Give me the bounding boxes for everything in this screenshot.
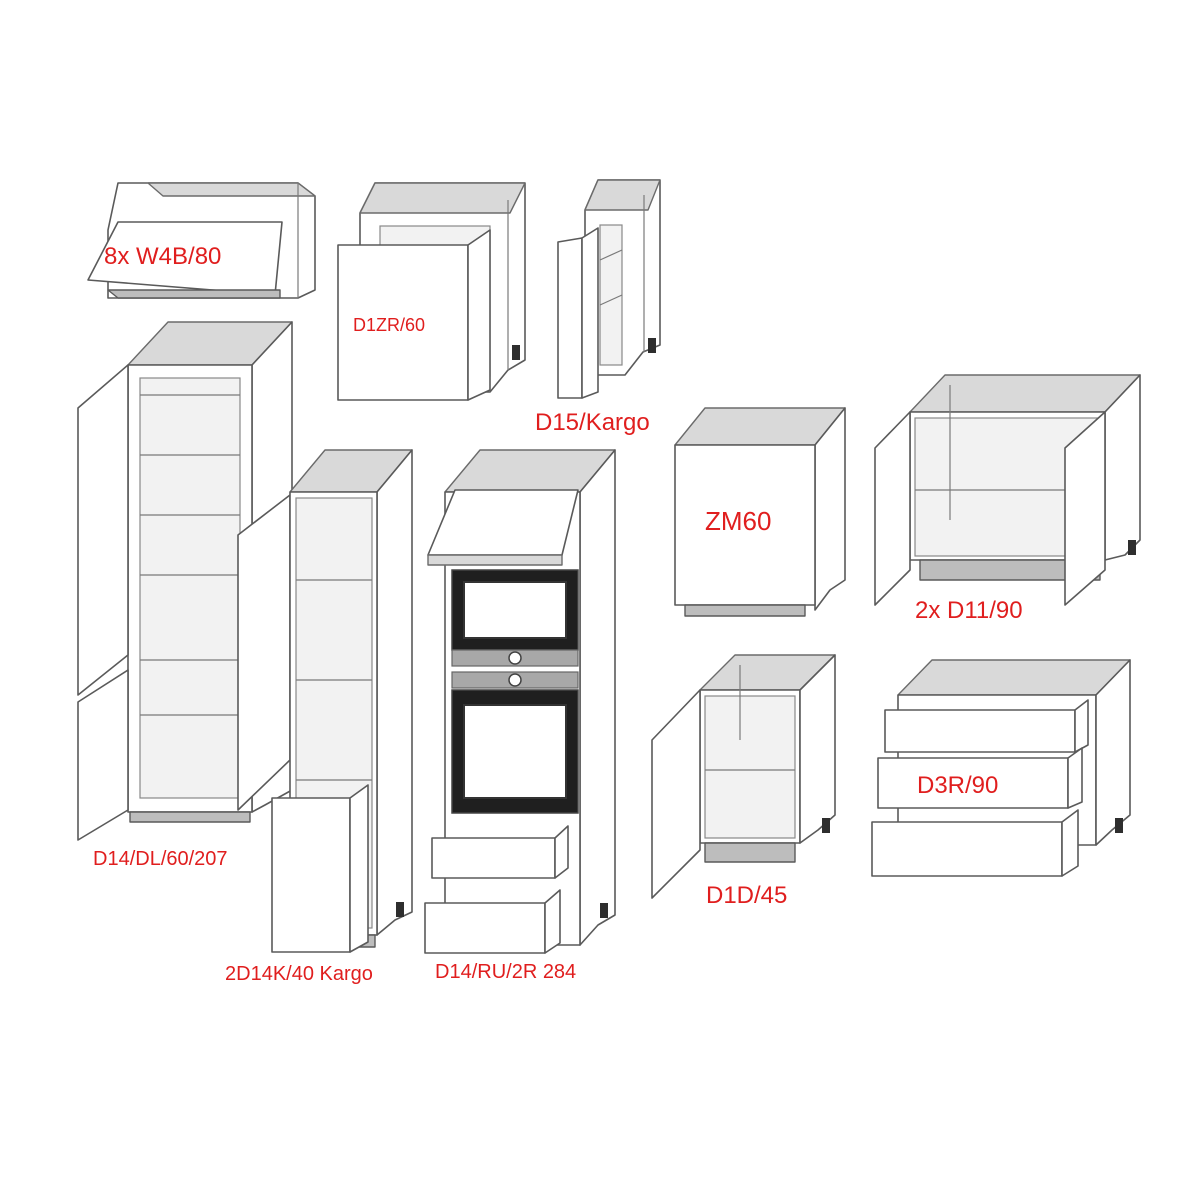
label-d1zr-60: D1ZR/60 [353, 315, 425, 335]
cabinet-d11-90: 2x D11/90 [874, 374, 1141, 624]
label-d11-90: 2x D11/90 [915, 597, 1023, 624]
cabinet-d14-ru-2r-284: D14/RU/2R 284 [424, 449, 616, 983]
cabinet-d14-dl-60-207: D14/DL/60/207 [77, 321, 293, 870]
label-d14-dl-60-207: D14/DL/60/207 [93, 848, 228, 870]
label-w4b-80: 8x W4B/80 [104, 243, 221, 270]
label-d1d-45: D1D/45 [706, 882, 787, 909]
cabinet-zm60: ZM60 [674, 407, 846, 617]
oven-knob-icon [508, 651, 522, 665]
cabinet-d3r-90: D3R/90 [871, 659, 1131, 877]
label-d14-ru-2r-284: D14/RU/2R 284 [435, 961, 576, 983]
label-zm60: ZM60 [705, 506, 771, 536]
cabinet-w4b-80: 8x W4B/80 [87, 182, 316, 299]
oven-knob-icon [508, 673, 522, 687]
label-2d14k-40-kargo: 2D14K/40 Kargo [225, 963, 373, 985]
label-d3r-90: D3R/90 [917, 772, 998, 799]
label-d15-kargo: D15/Kargo [535, 409, 650, 436]
cabinet-d15-kargo: D15/Kargo [535, 179, 661, 436]
cabinet-2d14k-40-kargo: 2D14K/40 Kargo [225, 449, 413, 985]
cabinet-d1d-45: D1D/45 [651, 654, 836, 909]
cabinet-d1zr-60: D1ZR/60 [337, 182, 526, 401]
